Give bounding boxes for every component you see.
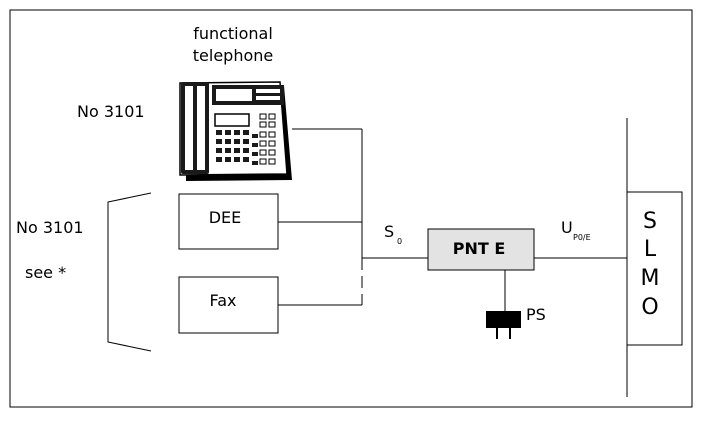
slmo-letter-m: M <box>641 266 660 291</box>
bus-label-subscript: 0 <box>397 237 402 246</box>
phone-label-line2: telephone <box>193 46 273 65</box>
dee-label: DEE <box>209 208 242 227</box>
phone-number-label: No 3101 <box>77 102 145 121</box>
outer-frame <box>9 9 693 408</box>
pnt-label: PNT E <box>453 239 506 258</box>
bus-label: S <box>384 222 394 241</box>
slmo-box <box>626 191 683 346</box>
slmo-letter-s: S <box>643 209 657 234</box>
fax-box <box>178 276 279 334</box>
power-supply-label: PS <box>526 305 546 324</box>
fax-label: Fax <box>209 291 236 310</box>
uplink-label-subscript: P0/E <box>573 233 591 242</box>
uplink-label: U <box>561 218 573 237</box>
telephone-icon <box>179 81 292 181</box>
dee-box <box>178 193 279 250</box>
group-bracket <box>107 192 152 352</box>
group-number-label: No 3101 <box>16 218 84 237</box>
power-supply-icon <box>486 311 521 339</box>
slmo-letter-l: L <box>644 237 657 262</box>
group-note-label: see * <box>25 263 66 282</box>
slmo-letter-o: O <box>641 295 658 320</box>
phone-label-line1: functional <box>193 24 273 43</box>
pnt-box <box>427 228 535 271</box>
